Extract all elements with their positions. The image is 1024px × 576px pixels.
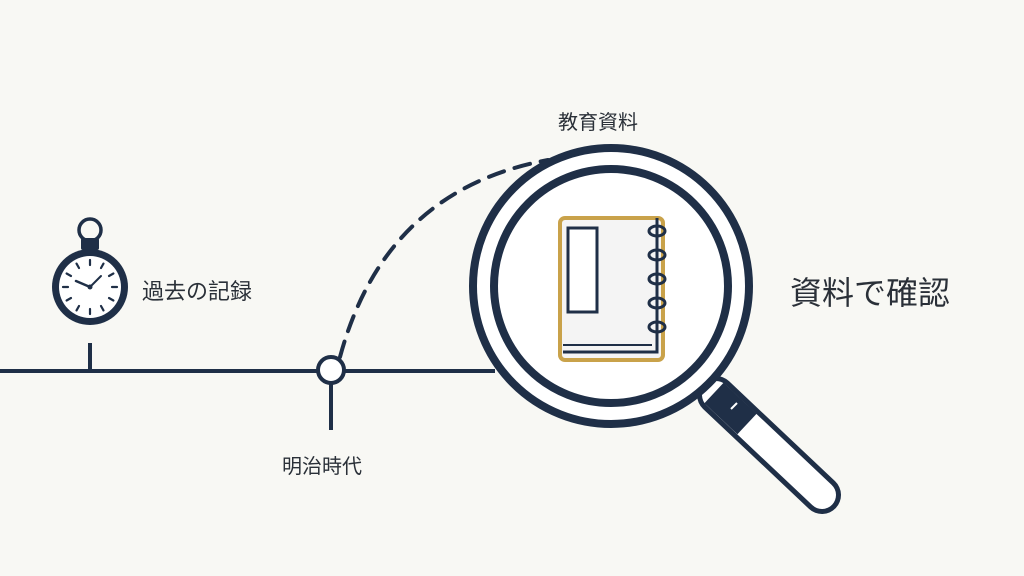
pocket-watch-icon bbox=[52, 217, 128, 325]
past-records-label: 過去の記録 bbox=[142, 280, 253, 305]
book-icon bbox=[558, 216, 667, 362]
dashed-arc bbox=[338, 158, 550, 359]
educational-materials-label: 教育資料 bbox=[558, 110, 638, 134]
meiji-node bbox=[316, 355, 346, 385]
verify-with-materials-label: 資料で確認 bbox=[790, 274, 951, 312]
meiji-era-label: 明治時代 bbox=[282, 454, 362, 478]
